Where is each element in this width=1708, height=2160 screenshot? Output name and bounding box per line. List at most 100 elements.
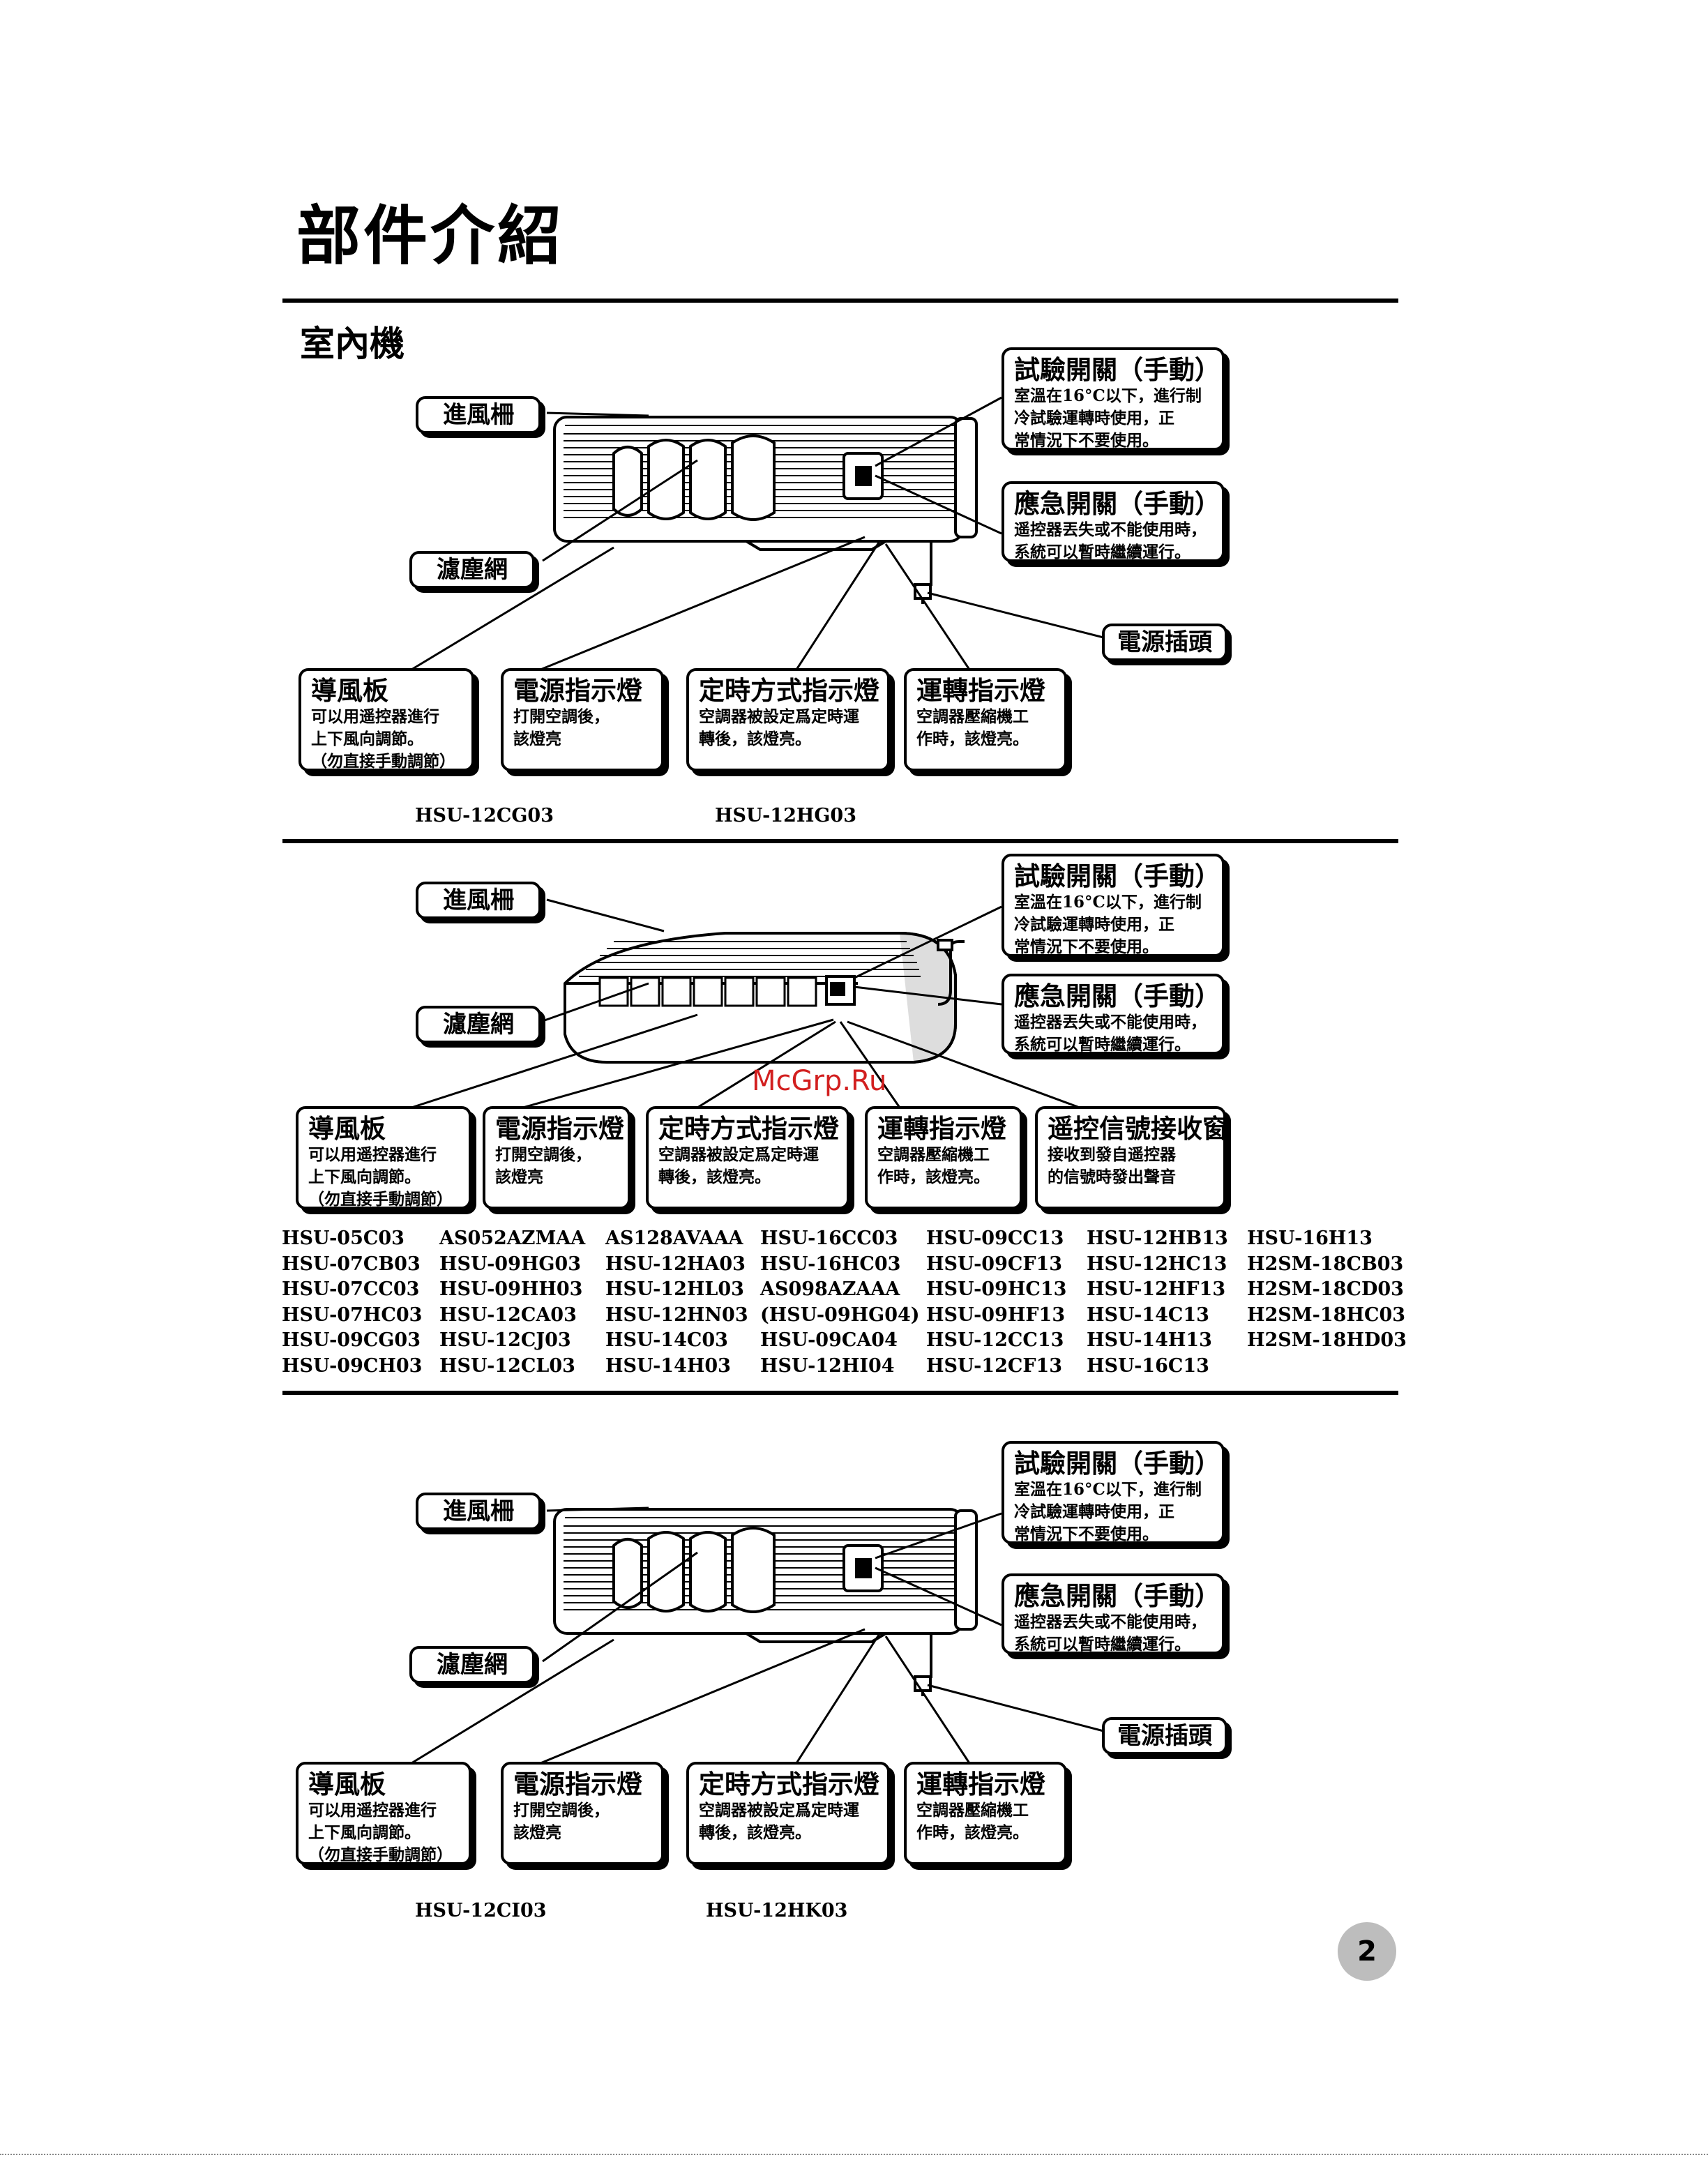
louver-desc: 可以用遥控器進行 上下風向調節。 （勿直接手動調節） bbox=[311, 707, 455, 771]
model-label: HSU-09HG03 bbox=[439, 1253, 582, 1275]
model-label: HSU-07HC03 bbox=[282, 1304, 423, 1326]
model-label: HSU-12HA03 bbox=[605, 1253, 746, 1275]
emergency-switch-desc: 遥控器丟失或不能使用時， 系統可以暫時繼續運行。 bbox=[1014, 1613, 1207, 1654]
model-label: HSU-12HG03 bbox=[715, 805, 857, 826]
model-label: HSU-09CG03 bbox=[282, 1329, 421, 1351]
model-column: HSU-16H13 H2SM-18CB03 H2SM-18CD03 H2SM-1… bbox=[1247, 1226, 1407, 1354]
model-label: HSU-09CC13 bbox=[926, 1228, 1064, 1249]
model-label: AS128AVAAA bbox=[605, 1228, 743, 1249]
test-switch-desc: 室溫在16°C以下，進行制 冷試驗運轉時使用，正 常情況下不要使用。 bbox=[1014, 1480, 1202, 1543]
run-indicator-title: 運轉指示燈 bbox=[916, 675, 1045, 706]
model-label: HSU-07CB03 bbox=[282, 1253, 421, 1275]
timer-indicator-title: 定時方式指示燈 bbox=[699, 1769, 879, 1799]
timer-indicator-title: 定時方式指示燈 bbox=[699, 675, 879, 706]
power-indicator-desc: 打開空調後， 該燈亮 bbox=[513, 707, 610, 748]
test-switch-title: 試驗開關（手動） bbox=[1014, 354, 1220, 385]
test-switch-desc: 室溫在16°C以下，進行制 冷試驗運轉時使用，正 常情況下不要使用。 bbox=[1014, 893, 1202, 956]
power-indicator-desc: 打開空調後， 該燈亮 bbox=[513, 1801, 610, 1842]
page-title: 部件介紹 bbox=[296, 198, 565, 273]
model-column: HSU-09CC13 HSU-09CF13 HSU-09HC13 HSU-09H… bbox=[926, 1226, 1066, 1379]
model-label: HSU-16H13 bbox=[1247, 1228, 1373, 1249]
model-column: AS128AVAAA HSU-12HA03 HSU-12HL03 HSU-12H… bbox=[605, 1226, 748, 1379]
model-label: HSU-09HF13 bbox=[926, 1304, 1066, 1326]
run-indicator-desc: 空調器壓縮機工 作時，該燈亮。 bbox=[877, 1145, 990, 1186]
test-switch-callout-3: 試驗開關（手動） 室溫在16°C以下，進行制 冷試驗運轉時使用，正 常情況下不要… bbox=[1002, 1441, 1225, 1544]
model-label: HSU-16C13 bbox=[1087, 1354, 1209, 1377]
run-indicator-title: 運轉指示燈 bbox=[877, 1113, 1006, 1144]
filter-label-2: 濾塵網 bbox=[416, 1006, 541, 1043]
section-rule-1 bbox=[282, 839, 1398, 843]
model-label: AS052AZMAA bbox=[439, 1228, 586, 1249]
run-indicator-desc: 空調器壓縮機工 作時，該燈亮。 bbox=[916, 707, 1029, 748]
emergency-switch-callout-3: 應急開關（手動） 遥控器丟失或不能使用時， 系統可以暫時繼續運行。 bbox=[1002, 1573, 1225, 1654]
section-indoor-heading: 室內機 bbox=[300, 323, 405, 364]
model-label: HSU-12CF13 bbox=[926, 1354, 1063, 1377]
power-indicator-title: 電源指示燈 bbox=[495, 1113, 624, 1144]
model-label: HSU-05C03 bbox=[282, 1228, 405, 1249]
filter-label-1: 濾塵網 bbox=[409, 551, 535, 589]
model-column: HSU-12HB13 HSU-12HC13 HSU-12HF13 HSU-14C… bbox=[1087, 1226, 1228, 1379]
timer-indicator-desc: 空調器被設定爲定時運 轉後，該燈亮。 bbox=[699, 1801, 859, 1842]
model-label: H2SM-18CB03 bbox=[1247, 1253, 1404, 1275]
timer-indicator-desc: 空調器被設定爲定時運 轉後，該燈亮。 bbox=[658, 1145, 819, 1186]
timer-indicator-title: 定時方式指示燈 bbox=[658, 1113, 839, 1144]
model-label: HSU-16CC03 bbox=[760, 1228, 898, 1249]
model-label: HSU-12HK03 bbox=[706, 1900, 848, 1921]
louver-callout-1: 導風板 可以用遥控器進行 上下風向調節。 （勿直接手動調節） bbox=[298, 668, 474, 771]
louver-title: 導風板 bbox=[308, 1769, 386, 1799]
timer-indicator-desc: 空調器被設定爲定時運 轉後，該燈亮。 bbox=[699, 707, 859, 748]
emergency-switch-desc: 遥控器丟失或不能使用時， 系統可以暫時繼續運行。 bbox=[1014, 520, 1207, 561]
power-indicator-title: 電源指示燈 bbox=[513, 675, 642, 706]
timer-indicator-callout-2: 定時方式指示燈 空調器被設定爲定時運 轉後，該燈亮。 bbox=[646, 1106, 849, 1209]
model-label: HSU-12HN03 bbox=[605, 1304, 748, 1326]
model-label: HSU-14H03 bbox=[605, 1354, 731, 1377]
model-column: AS052AZMAA HSU-09HG03 HSU-09HH03 HSU-12C… bbox=[439, 1226, 585, 1379]
louver-desc: 可以用遥控器進行 上下風向調節。 （勿直接手動調節） bbox=[308, 1801, 453, 1864]
model-label: H2SM-18HD03 bbox=[1247, 1329, 1407, 1351]
emergency-switch-desc: 遥控器丟失或不能使用時， 系統可以暫時繼續運行。 bbox=[1014, 1013, 1207, 1054]
test-switch-callout-1: 試驗開關（手動） 室溫在16°C以下，進行制 冷試驗運轉時使用，正 常情況下不要… bbox=[1002, 347, 1225, 451]
emergency-switch-title: 應急開關（手動） bbox=[1014, 1580, 1220, 1611]
model-label: HSU-07CC03 bbox=[282, 1278, 420, 1300]
title-rule bbox=[282, 299, 1398, 303]
model-label: HSU-12HB13 bbox=[1087, 1228, 1228, 1249]
model-label: HSU-12CI03 bbox=[415, 1900, 547, 1921]
louver-desc: 可以用遥控器進行 上下風向調節。 （勿直接手動調節） bbox=[308, 1145, 453, 1209]
model-label: HSU-09HC13 bbox=[926, 1278, 1067, 1300]
model-label: HSU-12CL03 bbox=[439, 1354, 575, 1377]
model-column: HSU-16CC03 HSU-16HC03 AS098AZAAA (HSU-09… bbox=[760, 1226, 920, 1379]
model-label: HSU-12CC13 bbox=[926, 1329, 1064, 1351]
model-label: HSU-09CH03 bbox=[282, 1354, 423, 1377]
model-label: H2SM-18HC03 bbox=[1247, 1304, 1406, 1326]
model-label: HSU-12CA03 bbox=[439, 1304, 577, 1326]
model-label: HSU-12CJ03 bbox=[439, 1329, 571, 1351]
model-label: HSU-09CA04 bbox=[760, 1329, 898, 1351]
intake-grille-label-1: 進風柵 bbox=[416, 396, 541, 434]
model-label: HSU-14C03 bbox=[605, 1329, 728, 1351]
power-indicator-callout-1: 電源指示燈 打開空調後， 該燈亮 bbox=[501, 668, 664, 771]
model-label: HSU-09HH03 bbox=[439, 1278, 583, 1300]
timer-indicator-callout-3: 定時方式指示燈 空調器被設定爲定時運 轉後，該燈亮。 bbox=[686, 1762, 890, 1865]
page-number: 2 bbox=[1338, 1922, 1396, 1981]
model-column: HSU-05C03 HSU-07CB03 HSU-07CC03 HSU-07HC… bbox=[282, 1226, 422, 1379]
model-label: HSU-12CG03 bbox=[415, 805, 554, 826]
emergency-switch-title: 應急開關（手動） bbox=[1014, 981, 1220, 1011]
model-label: HSU-09CF13 bbox=[926, 1253, 1063, 1275]
watermark: McGrp.Ru bbox=[752, 1065, 887, 1097]
receiver-desc: 接收到發自遥控器 的信號時發出聲音 bbox=[1048, 1145, 1176, 1186]
model-label: AS098AZAAA bbox=[760, 1278, 900, 1300]
model-label: HSU-14H13 bbox=[1087, 1329, 1212, 1351]
run-indicator-callout-3: 運轉指示燈 空調器壓縮機工 作時，該燈亮。 bbox=[904, 1762, 1067, 1865]
model-label: HSU-12HC13 bbox=[1087, 1253, 1227, 1275]
model-label: HSU-12HI04 bbox=[760, 1354, 895, 1377]
power-plug-label-1: 電源插頭 bbox=[1102, 624, 1227, 661]
model-label: HSU-12HF13 bbox=[1087, 1278, 1226, 1300]
power-indicator-desc: 打開空調後， 該燈亮 bbox=[495, 1145, 591, 1186]
louver-title: 導風板 bbox=[311, 675, 388, 706]
emergency-switch-title: 應急開關（手動） bbox=[1014, 488, 1220, 519]
louver-callout-3: 導風板 可以用遥控器進行 上下風向調節。 （勿直接手動調節） bbox=[296, 1762, 471, 1865]
louver-title: 導風板 bbox=[308, 1113, 386, 1144]
test-switch-desc: 室溫在16°C以下，進行制 冷試驗運轉時使用，正 常情況下不要使用。 bbox=[1014, 386, 1202, 450]
